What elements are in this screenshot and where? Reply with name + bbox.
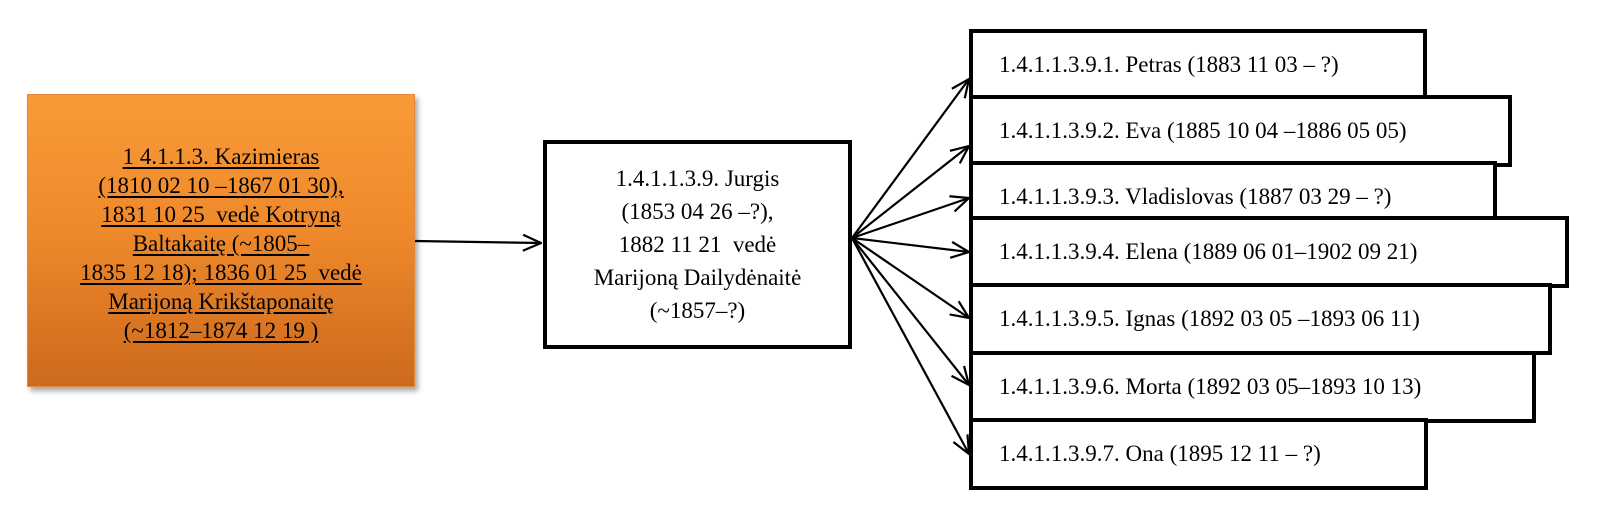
middle-line: 1882 11 21 vedė bbox=[618, 232, 777, 257]
child-box-6: 1.4.1.1.3.9.6. Morta (1892 03 05–1893 10… bbox=[969, 351, 1536, 423]
middle-line: (1853 04 26 –?), bbox=[621, 199, 774, 224]
middle-person-box: 1.4.1.1.3.9. Jurgis (1853 04 26 –?), 188… bbox=[543, 140, 852, 349]
middle-line: 1.4.1.1.3.9. Jurgis bbox=[615, 166, 780, 191]
child-label: 1.4.1.1.3.9.3. Vladislovas (1887 03 29 –… bbox=[999, 184, 1392, 209]
child-label: 1.4.1.1.3.9.1. Petras (1883 11 03 – ?) bbox=[999, 52, 1339, 77]
child-box-1: 1.4.1.1.3.9.1. Petras (1883 11 03 – ?) bbox=[969, 29, 1427, 101]
child-label: 1.4.1.1.3.9.7. Ona (1895 12 11 – ?) bbox=[999, 441, 1321, 466]
arrow-to-child-2 bbox=[851, 146, 969, 239]
child-box-5: 1.4.1.1.3.9.5. Ignas (1892 03 05 –1893 0… bbox=[969, 283, 1552, 355]
middle-line: Marijoną Dailydėnaitė bbox=[593, 265, 802, 290]
root-line: (~1812–1874 12 19 ) bbox=[123, 318, 319, 343]
child-box-4: 1.4.1.1.3.9.4. Elena (1889 06 01–1902 09… bbox=[969, 216, 1569, 288]
child-label: 1.4.1.1.3.9.6. Morta (1892 03 05–1893 10… bbox=[999, 374, 1422, 399]
root-person-box: 1 4.1.1.3. Kazimieras (1810 02 10 –1867 … bbox=[27, 94, 415, 387]
middle-line: (~1857–?) bbox=[649, 298, 746, 323]
arrow-to-child-3 bbox=[851, 198, 969, 240]
child-label: 1.4.1.1.3.9.5. Ignas (1892 03 05 –1893 0… bbox=[999, 306, 1420, 331]
arrow-to-child-5 bbox=[851, 237, 969, 318]
arrow-to-child-6 bbox=[851, 237, 969, 385]
root-line: 1831 10 25 vedė Kotryną bbox=[101, 202, 341, 227]
child-label: 1.4.1.1.3.9.2. Eva (1885 10 04 –1886 05 … bbox=[999, 118, 1407, 143]
root-line: Marijoną Krikštaponaitę bbox=[108, 289, 334, 314]
child-label: 1.4.1.1.3.9.4. Elena (1889 06 01–1902 09… bbox=[999, 239, 1418, 264]
root-line: 1835 12 18); 1836 01 25 vedė bbox=[80, 260, 362, 285]
root-line: 1 4.1.1.3. Kazimieras bbox=[122, 144, 320, 169]
arrow-to-child-7 bbox=[851, 237, 969, 454]
arrow-root-to-middle bbox=[414, 241, 541, 243]
child-box-7: 1.4.1.1.3.9.7. Ona (1895 12 11 – ?) bbox=[969, 418, 1428, 490]
child-arrow-group bbox=[851, 79, 969, 454]
arrow-to-child-1 bbox=[851, 79, 969, 239]
arrow-to-child-4 bbox=[851, 236, 969, 252]
root-line: (1810 02 10 –1867 01 30), bbox=[98, 173, 344, 198]
child-box-2: 1.4.1.1.3.9.2. Eva (1885 10 04 –1886 05 … bbox=[969, 95, 1512, 167]
root-line: Baltakaitę (~1805– bbox=[132, 231, 310, 256]
